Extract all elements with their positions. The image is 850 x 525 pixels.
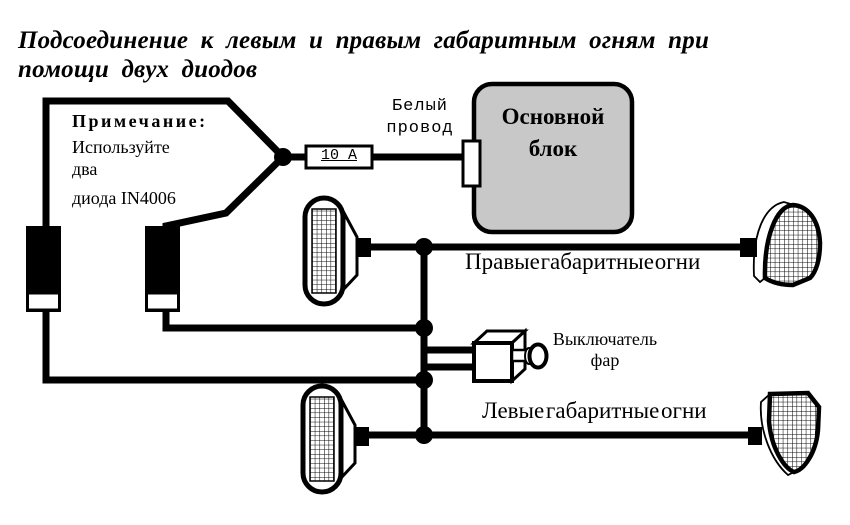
feed-wire: [42, 97, 286, 230]
left-side-lamp: [748, 390, 822, 477]
headlight-switch-symbol: [470, 327, 549, 385]
right-side-lamp: [740, 201, 823, 288]
diode-2: [145, 226, 180, 312]
note-line-2: два: [72, 159, 98, 179]
switch-knob: [527, 342, 549, 370]
diode2-bottom-wire: [162, 311, 424, 332]
fuse-rating-label: 10 А: [320, 147, 357, 164]
main-block-label: Основной блок: [501, 104, 605, 161]
lamp-connector: [740, 238, 757, 257]
white-wire-label: Белый провод: [386, 97, 454, 138]
diagram-title: Подсоединение к левым и правым габаритны…: [18, 27, 710, 83]
wire-junction-dot: [415, 426, 433, 444]
wire-junction-dot: [415, 319, 433, 337]
wire-junction-dot: [274, 148, 292, 166]
switch-label: Выключатель фар: [552, 329, 658, 370]
left-lights-label: Левые габаритные огни: [482, 398, 707, 423]
junction-dots: [274, 148, 433, 444]
wire-junction-dot: [415, 371, 433, 389]
right-lights-label: Правые габаритные огни: [465, 249, 701, 274]
block-connector-tab: [461, 139, 482, 188]
marker-lamp-symbol-right: [302, 195, 371, 307]
note-line-3: диода IN4006: [72, 188, 176, 208]
diode-1: [26, 226, 61, 312]
lamp-connector: [356, 238, 371, 257]
marker-lamp-symbol-left: [300, 383, 369, 495]
lamp-lens: [762, 202, 823, 288]
lamp-lens: [766, 390, 822, 475]
note-heading: Примечание:: [72, 111, 208, 131]
diode1-bottom-wire: [42, 311, 424, 384]
fuse-10a-symbol: [304, 144, 374, 170]
main-block: [461, 81, 635, 235]
note-line-1: Используйте: [72, 137, 170, 157]
lamp-connector: [748, 427, 762, 445]
wire-junction-dot: [415, 238, 433, 256]
lamp-connector: [354, 427, 369, 446]
